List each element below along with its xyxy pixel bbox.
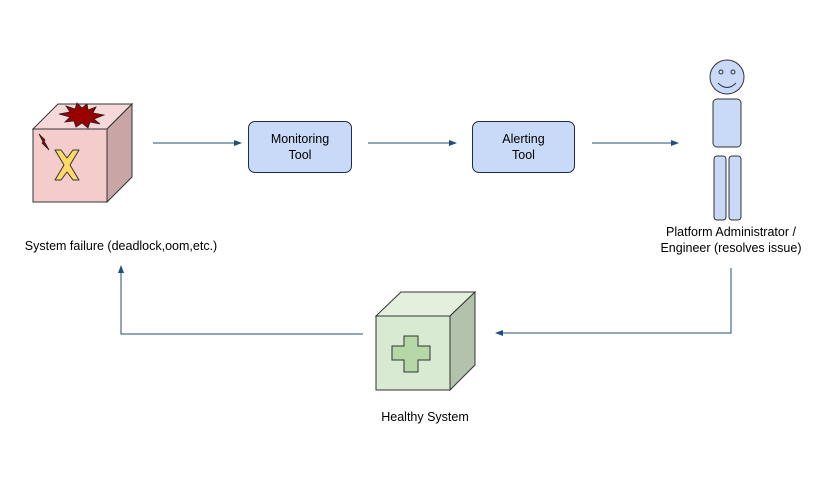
monitoring-tool-line1: Monitoring — [270, 132, 330, 146]
system-failure-label: System failure (deadlock,oom,etc.) — [24, 239, 218, 253]
lightning-icon — [38, 133, 50, 151]
administrator-label-line1: Platform Administrator / — [666, 225, 796, 239]
arrow-admin-to-healthy — [495, 268, 732, 336]
administrator-figure — [709, 59, 745, 221]
figure-left-leg — [713, 155, 727, 221]
smile-mouth — [717, 82, 737, 88]
alerting-tool-box: Alerting Tool — [472, 121, 575, 173]
alerting-tool-line2: Tool — [512, 148, 535, 162]
alerting-tool-line1: Alerting — [502, 132, 545, 146]
explosion-icon — [58, 102, 106, 129]
monitoring-tool-box: Monitoring Tool — [248, 121, 352, 173]
monitoring-tool-label: Monitoring Tool — [271, 131, 329, 163]
administrator-label: Platform Administrator / Engineer (resol… — [641, 224, 820, 256]
alerting-tool-label: Alerting Tool — [502, 131, 544, 163]
left-eye — [718, 69, 724, 75]
smiley-face-icon — [709, 59, 745, 95]
x-cross-icon — [54, 149, 80, 181]
figure-body — [712, 98, 742, 148]
arrow-healthy-to-failure — [118, 265, 363, 335]
administrator-label-line2: Engineer (resolves issue) — [660, 241, 802, 255]
figure-right-leg — [728, 155, 742, 221]
monitoring-tool-line2: Tool — [288, 148, 312, 162]
healthy-system-label: Healthy System — [381, 410, 469, 424]
system-failure-cube — [31, 102, 134, 204]
right-eye — [730, 69, 736, 75]
plus-icon — [391, 335, 431, 373]
healthy-system-cube — [374, 290, 477, 392]
